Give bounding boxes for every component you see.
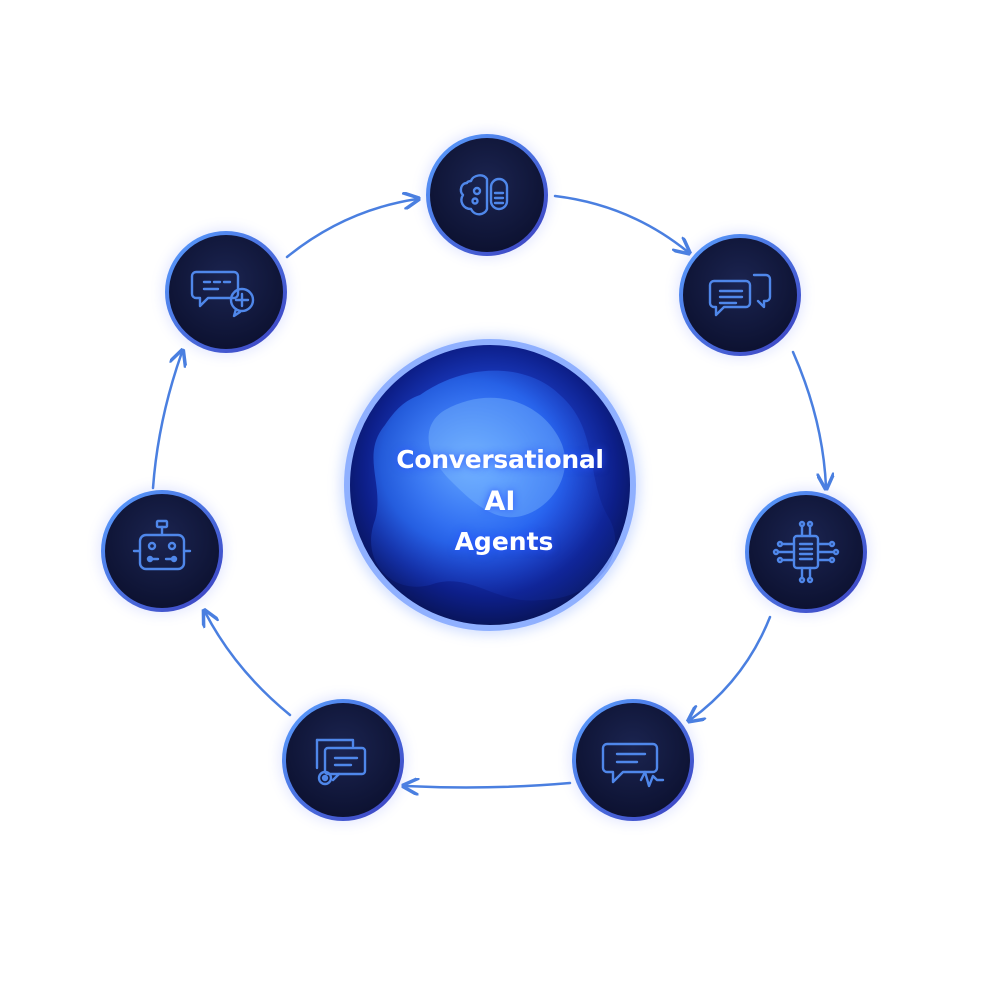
robot-icon [132,519,192,571]
node-chat-add [162,228,290,356]
arrow-1 [285,199,417,259]
arrow-2 [553,194,688,252]
chat-waveform-icon [601,742,665,788]
node-chat-add-circle [165,231,287,353]
node-chat-waveform [569,696,697,824]
node-chat-waveform-circle [572,699,694,821]
node-ai-chip-circle [745,491,867,613]
node-robot-circle [101,490,223,612]
chat-bubbles-icon [708,273,772,317]
arrow-3 [791,350,826,487]
node-brain-document [423,131,551,259]
circuit-chip-icon [772,520,840,584]
brain-document-icon [459,174,509,216]
arrow-6 [205,612,292,717]
stacked-chat-icon [315,738,367,786]
arrow-7 [151,352,182,490]
chat-add-icon [190,270,255,318]
arrow-5 [405,783,572,787]
node-ai-chip [742,488,870,616]
arrow-4 [690,615,772,720]
node-chat-messages-circle [679,234,801,356]
node-chat-cards-circle [282,699,404,821]
node-chat-messages [676,231,804,359]
node-robot [98,487,226,615]
center-hub [340,335,640,635]
node-chat-cards [279,696,407,824]
cycle-arrows [151,194,826,787]
